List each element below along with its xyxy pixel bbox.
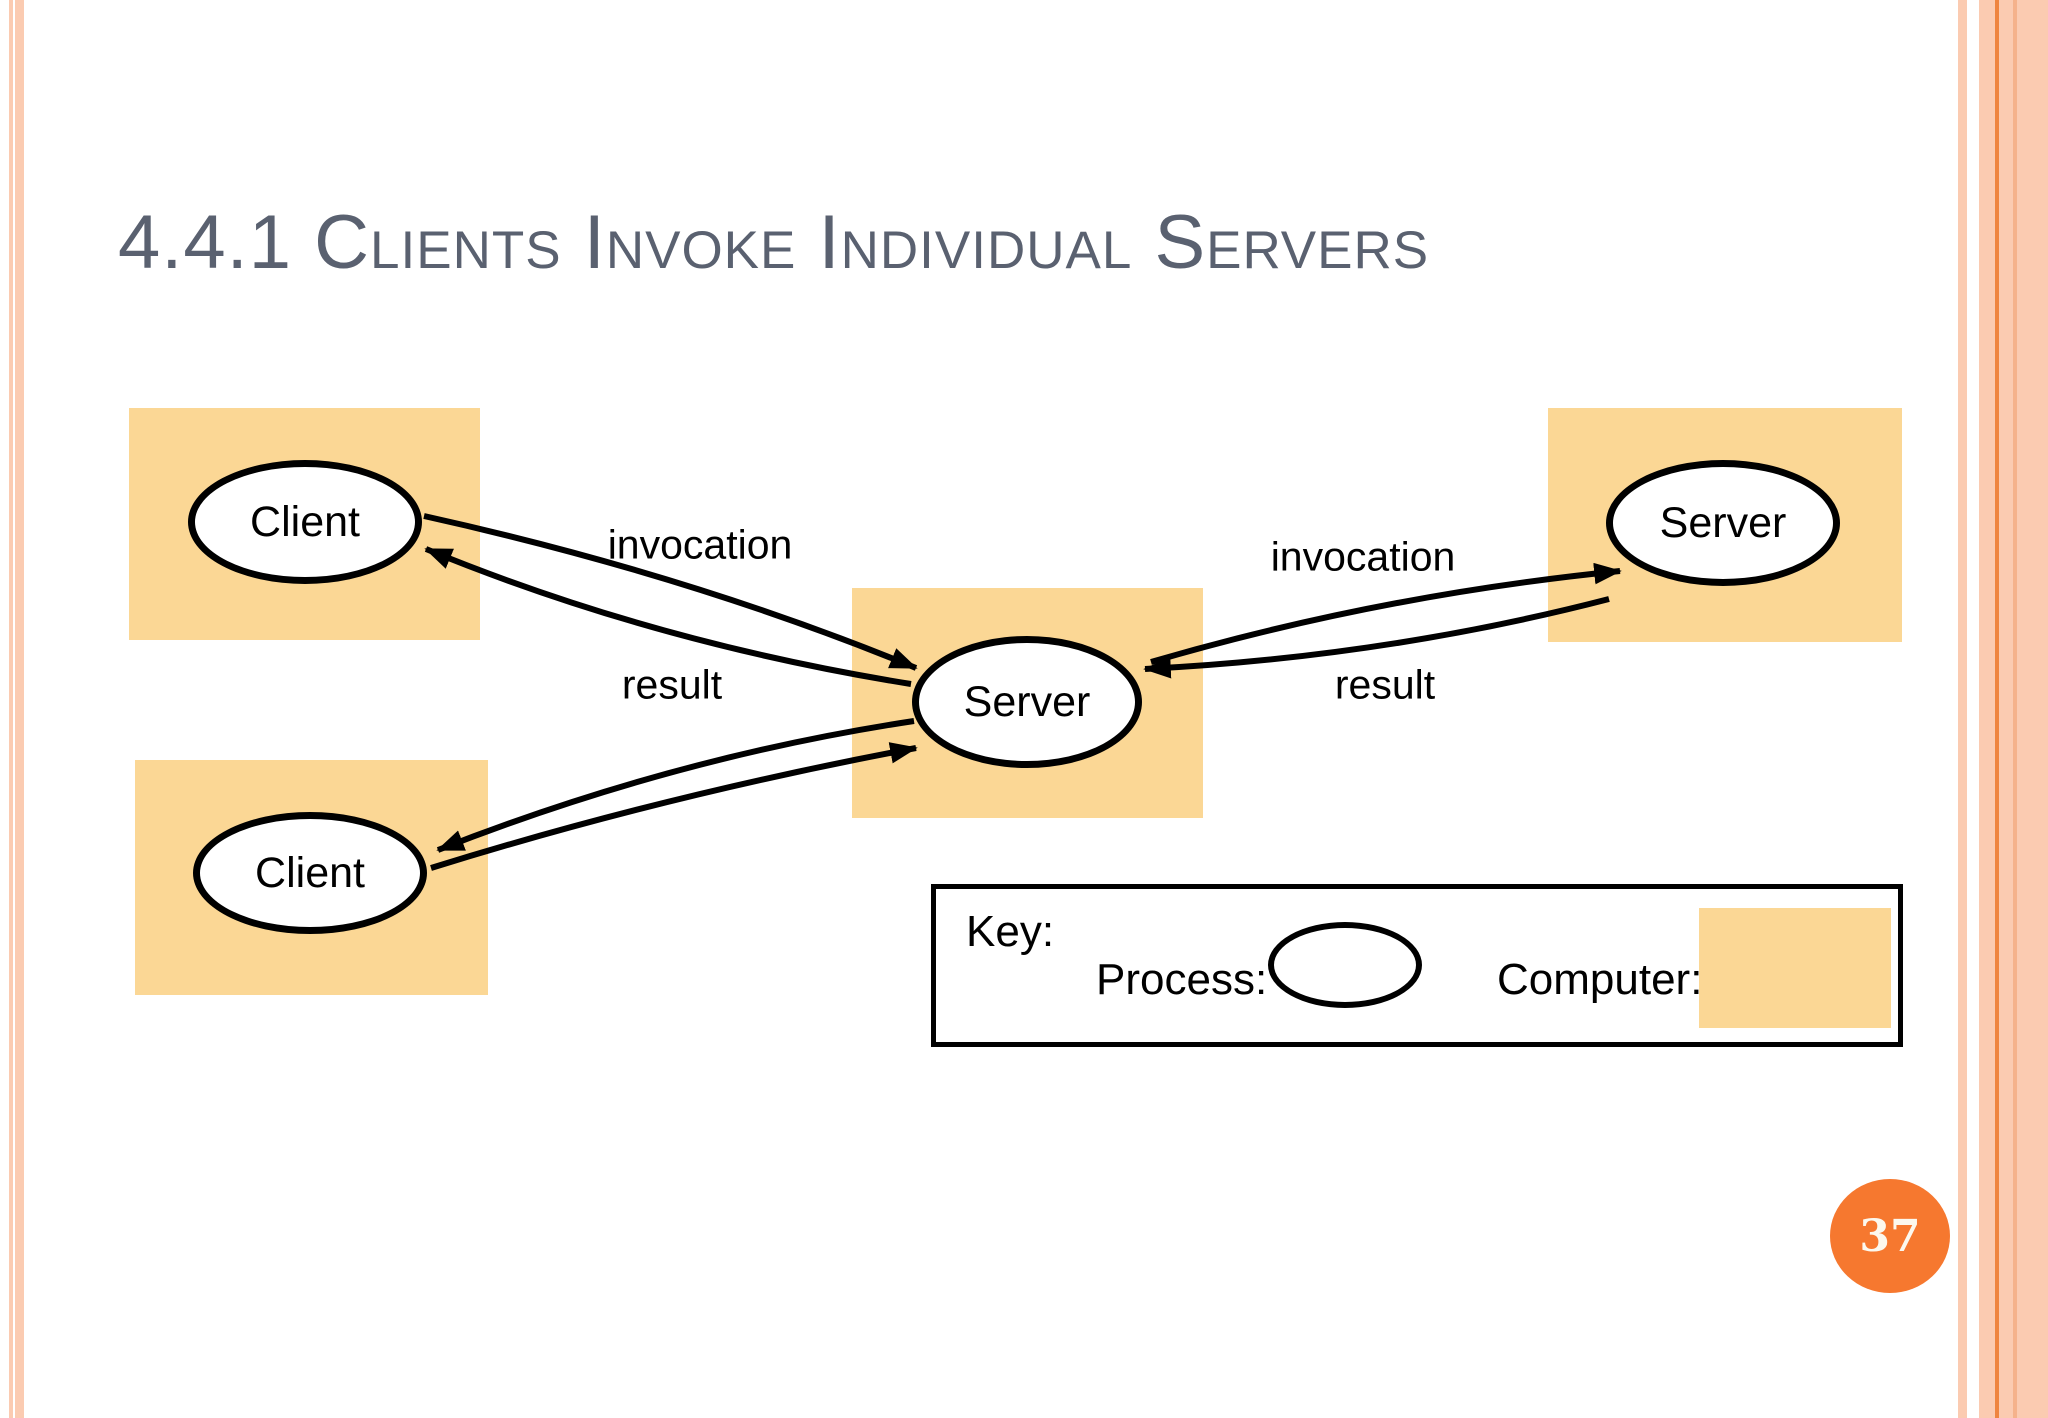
arrow-result-server-right-to-server — [1143, 596, 1610, 679]
edge-label-invocation-left: invocation — [607, 521, 793, 568]
right-stripe-outer — [1958, 0, 1967, 1418]
page-title: 4.4.1 Clients Invoke Individual Servers — [118, 200, 1430, 285]
left-stripe-thick — [15, 0, 24, 1418]
process-ellipse-client-bottom: Client — [193, 812, 427, 934]
key-label: Key: — [966, 907, 1055, 956]
key-process-label: Process: — [1096, 955, 1268, 1004]
arrow-result-server-to-client-bottom — [436, 718, 915, 853]
edge-label-result-left: result — [621, 661, 723, 708]
key-box: Key: Process: Computer: — [931, 884, 1903, 1047]
arrow-invocation-client-bottom-to-server — [430, 742, 918, 871]
key-computer-label: Computer: — [1497, 955, 1703, 1004]
node-label-server-central: Server — [963, 677, 1091, 726]
key-computer-swatch — [1699, 908, 1891, 1028]
edge-label-invocation-right: invocation — [1270, 533, 1456, 580]
node-label-client-top: Client — [250, 497, 360, 546]
right-stripe-medium-line — [2013, 0, 2017, 1418]
page-number: 37 — [1859, 1210, 1921, 1262]
node-label-client-bottom: Client — [255, 848, 365, 897]
process-ellipse-server-right: Server — [1606, 460, 1840, 586]
process-ellipse-server-central: Server — [912, 636, 1142, 768]
left-stripe-thin — [9, 0, 13, 1418]
edge-label-result-right: result — [1334, 661, 1436, 708]
node-label-server-right: Server — [1659, 498, 1787, 547]
right-stripe-dark-line — [1995, 0, 1999, 1418]
key-process-ellipse — [1268, 922, 1422, 1008]
page-number-badge: 37 — [1830, 1179, 1950, 1293]
process-ellipse-client-top: Client — [188, 460, 422, 584]
